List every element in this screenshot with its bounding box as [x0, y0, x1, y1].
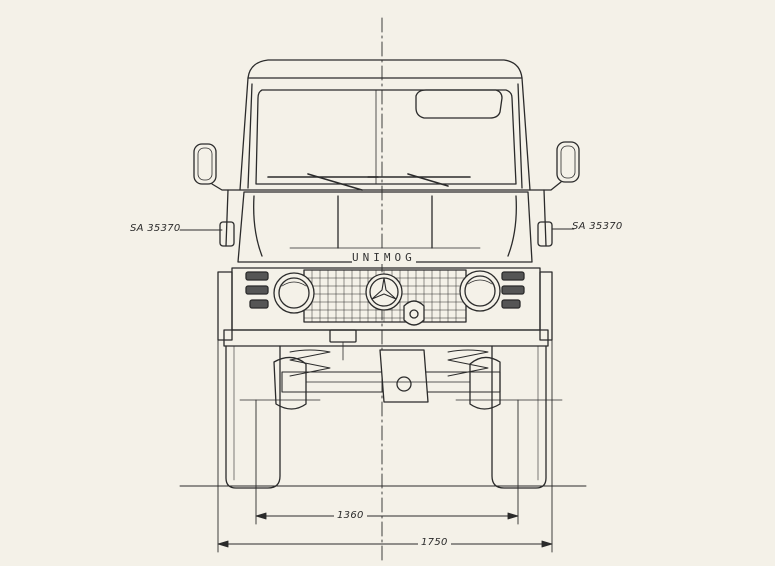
tow-hook	[329, 300, 425, 361]
windshield	[255, 89, 517, 185]
right-mirror	[529, 141, 580, 247]
cab-outline	[239, 59, 531, 191]
brand-lettering: UNIMOG	[352, 251, 416, 264]
left-indicators	[245, 271, 269, 309]
star-emblem	[365, 273, 403, 311]
dimension-track	[255, 399, 519, 525]
part-label-right: SA 35370	[572, 221, 623, 232]
hood	[237, 191, 533, 263]
right-headlight	[459, 270, 501, 312]
dimension-track-label: 1360	[334, 510, 367, 521]
right-wheel	[491, 345, 547, 489]
left-wheel	[225, 345, 281, 489]
right-indicators	[501, 271, 525, 309]
axle-assembly	[239, 349, 563, 410]
dimension-width-label: 1750	[418, 537, 451, 548]
wipers	[267, 173, 471, 191]
left-mirror	[193, 143, 241, 247]
dimension-width	[217, 339, 553, 553]
part-label-left: SA 35370	[130, 223, 181, 234]
left-headlight	[273, 272, 315, 314]
leader-lines	[179, 228, 575, 231]
coil-springs	[289, 349, 489, 377]
